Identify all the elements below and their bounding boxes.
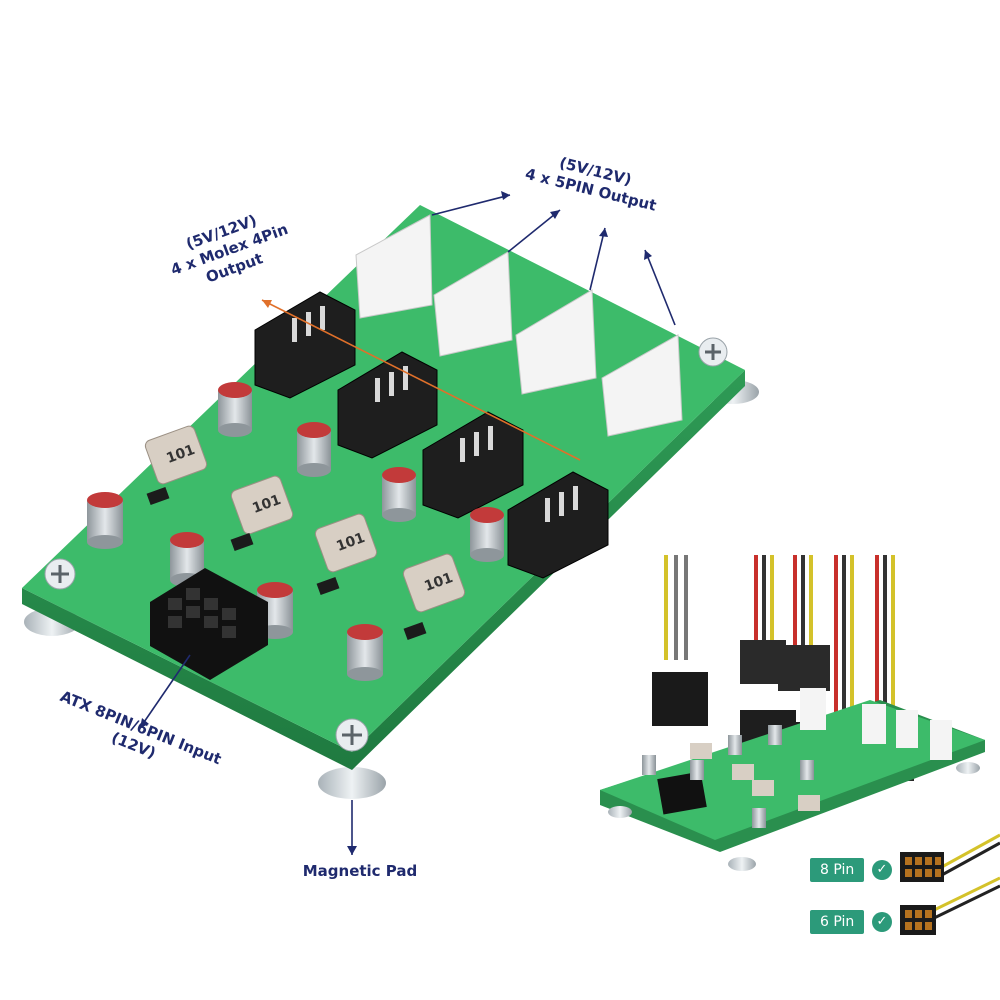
inset-cable-photo <box>600 555 1000 935</box>
connector-8pin-icon <box>900 833 1000 882</box>
molex-connectors <box>254 291 609 579</box>
sata-5pin-connectors <box>355 214 683 437</box>
atx-input-connector <box>150 568 268 680</box>
check-icon: ✓ <box>872 912 892 932</box>
badge-8-pin: 8 Pin <box>810 858 865 882</box>
capacitors <box>87 382 504 681</box>
connector-6pin-icon <box>900 876 1000 935</box>
check-icon: ✓ <box>872 860 892 880</box>
magnetic-pad-label: Magnetic Pad <box>302 862 418 880</box>
inductors <box>144 425 466 613</box>
ic-chips <box>146 486 427 641</box>
annotation-arrows <box>139 194 676 855</box>
molex-arrow <box>261 299 581 461</box>
badge-6-pin: 6 Pin <box>810 910 865 934</box>
